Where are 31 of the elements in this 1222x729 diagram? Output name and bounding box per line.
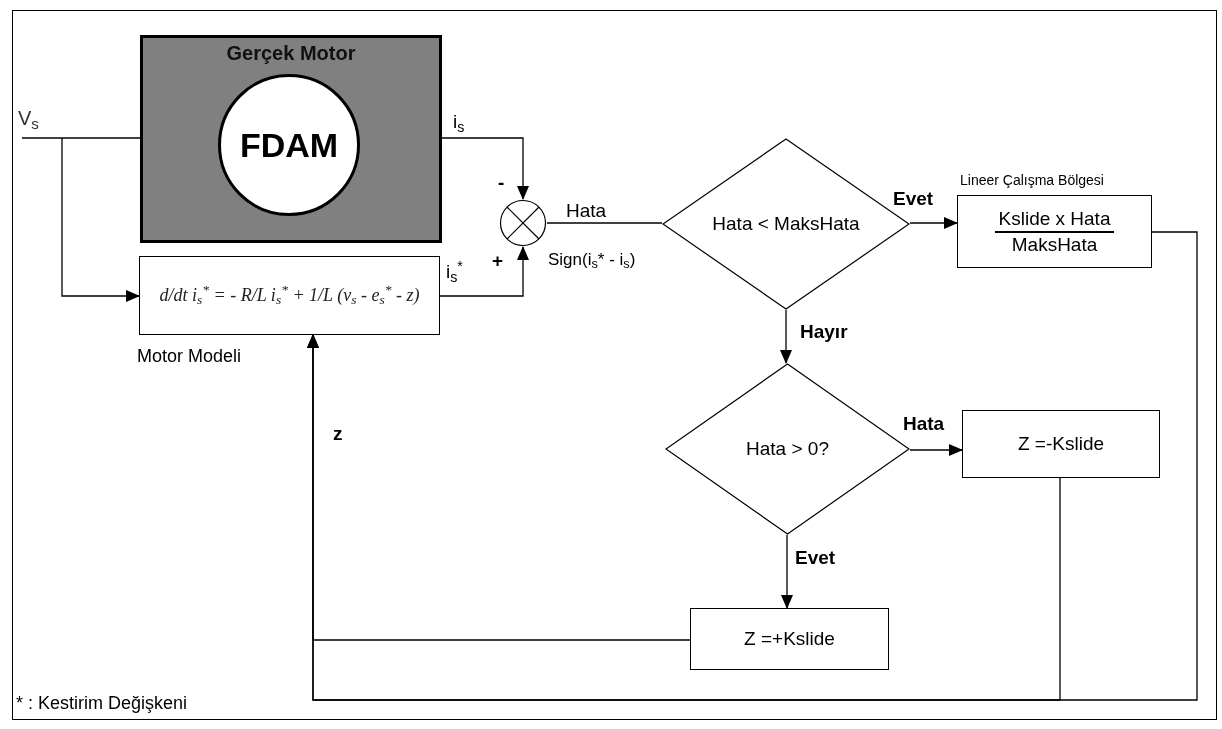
node-caption: Lineer Çalışma Bölgesi <box>960 171 1104 190</box>
motor-circle: FDAM <box>218 74 360 216</box>
sign-label: + <box>492 249 504 273</box>
connector-arrow <box>307 334 1061 701</box>
signal-label: z <box>333 422 343 446</box>
numerator: Kslide x Hata <box>994 206 1115 233</box>
summing-junction <box>499 199 547 247</box>
connector-arrow <box>441 137 529 200</box>
edge-label: i$_{s}$ <box>453 110 465 137</box>
edge-label: Hayır <box>800 320 848 344</box>
block-title: Gerçek Motor <box>225 41 357 66</box>
connector-arrow <box>61 137 140 302</box>
edge-label: Evet <box>795 546 836 570</box>
input-label: V$_{s}$ <box>18 104 58 134</box>
process-box <box>957 195 1152 268</box>
process-box: Z =-Kslide <box>962 410 1160 478</box>
node-caption: Sign(i$_{s}$* - i$_{s}$) <box>548 249 636 273</box>
connector-arrow <box>909 217 958 229</box>
footnote: * : Kestirim Değişkeni <box>16 692 188 715</box>
node-caption: Motor Modeli <box>137 345 242 368</box>
connector-arrow <box>781 534 793 609</box>
process-box: Z =+Kslide <box>690 608 889 670</box>
edge-label: Hata <box>566 199 607 223</box>
motor-block <box>140 35 442 243</box>
connector-arrow <box>780 309 792 364</box>
sign-label: - <box>498 171 505 195</box>
equation-box: d/dt i$_{s}$$^{*}$ = - R/L i$_{s}$$^{*}$ + 1/L (v$_{s}$ - e$_{s}$$^{*}$ - z) <box>139 256 440 335</box>
denominator: MaksHata <box>1011 232 1098 257</box>
connector-arrow <box>439 246 529 297</box>
edge-label: Evet <box>893 187 934 211</box>
connector-arrow <box>909 444 963 456</box>
